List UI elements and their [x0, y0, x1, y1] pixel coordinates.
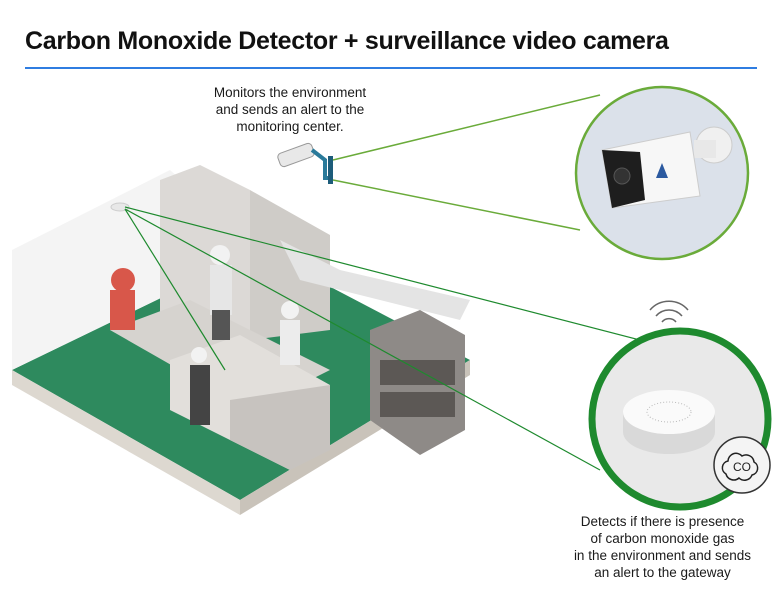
- title-divider: [25, 67, 757, 69]
- kitchen-equipment: [110, 165, 470, 470]
- detector-description: Detects if there is presence of carbon m…: [560, 513, 765, 581]
- detector-connection-lines: [124, 206, 641, 471]
- camera-closeup: [574, 85, 750, 261]
- camera-connection-lines: [332, 94, 601, 231]
- detector-note-line: of carbon monoxide gas: [590, 531, 735, 546]
- co-label: CO: [733, 460, 751, 474]
- camera-note-line: Monitors the environment: [213, 85, 367, 100]
- page-title: Carbon Monoxide Detector + surveillance …: [25, 27, 669, 55]
- camera-note-line: and sends an alert to the: [215, 102, 365, 117]
- co-badge: CO: [713, 436, 771, 494]
- camera-note-line: monitoring center.: [236, 119, 344, 134]
- detector-note-line: an alert to the gateway: [594, 565, 731, 580]
- wifi-signal-icon: [649, 300, 689, 323]
- detector-note-line: in the environment and sends: [573, 548, 752, 563]
- detector-note-line: Detects if there is presence: [580, 514, 745, 529]
- wall-camera: [277, 142, 333, 184]
- camera-description: Monitors the environment and sends an al…: [180, 84, 400, 135]
- ceiling-co-detector: [110, 202, 130, 212]
